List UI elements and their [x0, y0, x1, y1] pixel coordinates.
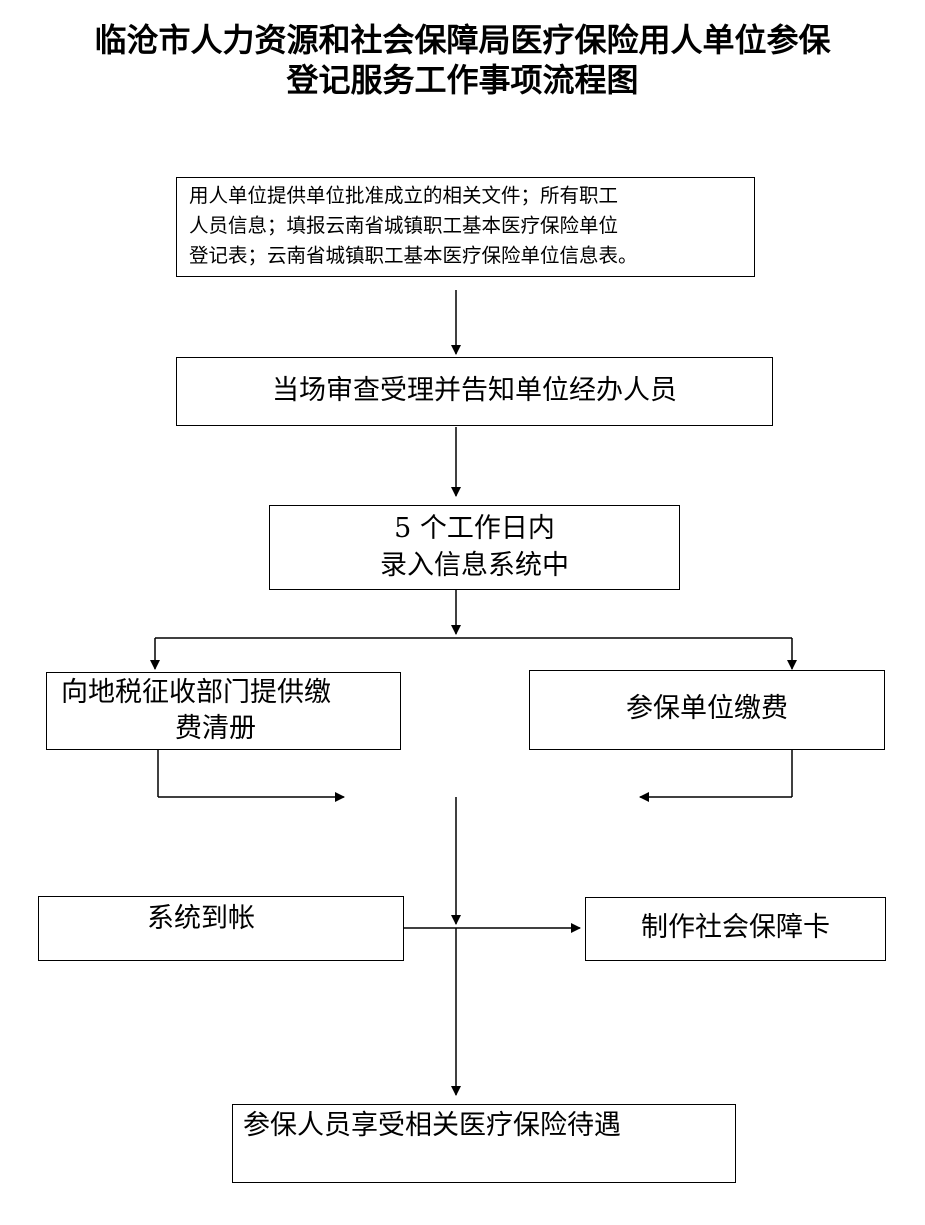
submit-line-1: 用人单位提供单位批准成立的相关文件；所有职工	[189, 184, 619, 207]
title-line-1: 临沧市人力资源和社会保障局医疗保险用人单位参保	[94, 21, 831, 59]
submit-line-3: 登记表；云南省城镇职工基本医疗保险单位信息表。	[189, 244, 638, 267]
page-title: 临沧市人力资源和社会保障局医疗保险用人单位参保 登记服务工作事项流程图	[0, 20, 925, 100]
step-enter-system: 5 个工作日内 录入信息系统中	[269, 505, 680, 590]
step-tax-payment-list: 向地税征收部门提供缴 费清册	[46, 672, 401, 750]
card-label: 制作社会保障卡	[641, 912, 830, 943]
step-unit-payment: 参保单位缴费	[529, 670, 885, 750]
title-line-2: 登记服务工作事项流程图	[286, 61, 639, 99]
step-review-accept: 当场审查受理并告知单位经办人员	[176, 357, 773, 426]
entry-line-2: 录入信息系统中	[380, 550, 569, 581]
step-submit-documents: 用人单位提供单位批准成立的相关文件；所有职工 人员信息；填报云南省城镇职工基本医…	[176, 177, 755, 277]
step-enjoy-benefits: 参保人员享受相关医疗保险待遇	[232, 1104, 736, 1183]
payment-label: 参保单位缴费	[626, 693, 788, 724]
submit-line-2: 人员信息；填报云南省城镇职工基本医疗保险单位	[189, 214, 619, 237]
tax-list-line-1: 向地税征收部门提供缴	[61, 677, 331, 708]
tax-list-line-2: 费清册	[175, 713, 256, 744]
benefit-label: 参保人员享受相关医疗保险待遇	[243, 1110, 621, 1141]
arrival-label: 系统到帐	[147, 903, 255, 934]
review-label: 当场审查受理并告知单位经办人员	[272, 375, 677, 406]
step-system-arrival: 系统到帐	[38, 896, 404, 961]
entry-line-1: 5 个工作日内	[394, 513, 555, 544]
step-make-social-security-card: 制作社会保障卡	[585, 897, 886, 961]
